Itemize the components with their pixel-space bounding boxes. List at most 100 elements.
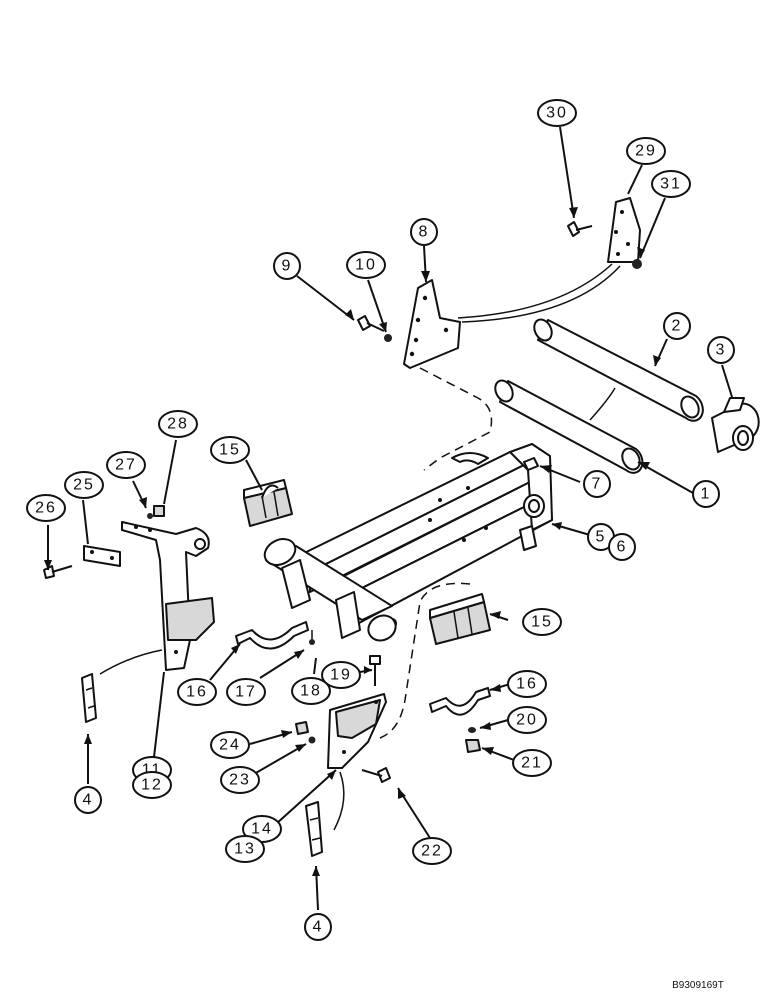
- svg-text:1: 1: [701, 486, 712, 503]
- part-3-sleeve: [711, 397, 760, 453]
- part-29-plate: [607, 197, 641, 263]
- part-31-nut: [632, 259, 642, 269]
- callout-6: 6: [608, 533, 636, 561]
- svg-text:20: 20: [516, 712, 538, 729]
- part-25-plate: [83, 545, 121, 567]
- callout-15-right: 15: [522, 608, 562, 636]
- svg-text:27: 27: [115, 457, 137, 474]
- svg-text:26: 26: [35, 500, 57, 517]
- part-17-nut: [309, 639, 315, 645]
- callout-4-left: 4: [74, 786, 102, 814]
- part-19-bolt: [369, 655, 381, 686]
- svg-text:22: 22: [421, 843, 443, 860]
- part-15-clamp-right: [429, 593, 491, 645]
- dash-plate-to-frame: [419, 367, 493, 471]
- main-frame: [263, 443, 553, 642]
- svg-text:2: 2: [672, 318, 683, 335]
- callout-29: 29: [626, 137, 666, 165]
- part-28-nut: [153, 505, 165, 517]
- svg-text:19: 19: [330, 667, 352, 684]
- callout-22: 22: [412, 837, 452, 865]
- svg-text:6: 6: [617, 539, 628, 556]
- callout-31: 31: [651, 170, 691, 198]
- callout-8: 8: [410, 218, 438, 246]
- callout-24: 24: [210, 731, 250, 759]
- plate-link-curve-2: [461, 265, 621, 323]
- svg-text:23: 23: [229, 772, 251, 789]
- svg-text:17: 17: [235, 684, 257, 701]
- part-21-nut: [465, 739, 481, 753]
- callout-18: 18: [291, 677, 331, 705]
- part-22-bolt: [361, 767, 391, 783]
- part-24-nut: [295, 721, 309, 735]
- part-10-washer: [384, 334, 392, 342]
- svg-text:4: 4: [313, 919, 324, 936]
- bracket-bottom-curve: [333, 771, 345, 831]
- part-16-strap-right: [429, 687, 491, 716]
- part-26-bolt: [43, 565, 73, 579]
- part-4-clip-bottom: [305, 801, 323, 857]
- plate-link-curve-1: [457, 263, 613, 319]
- callout-25: 25: [64, 471, 104, 499]
- callout-21: 21: [512, 749, 552, 777]
- callout-1: 1: [692, 480, 720, 508]
- svg-text:15: 15: [531, 614, 553, 631]
- part-2-tube: [533, 318, 704, 422]
- callout-27: 27: [106, 451, 146, 479]
- callout-16-left: 16: [177, 678, 217, 706]
- callout-3: 3: [707, 336, 735, 364]
- svg-text:16: 16: [186, 684, 208, 701]
- part-27-washer: [147, 513, 153, 519]
- svg-text:18: 18: [300, 683, 322, 700]
- bracket-link-curve: [99, 649, 163, 675]
- svg-text:24: 24: [219, 737, 241, 754]
- svg-text:4: 4: [83, 792, 94, 809]
- svg-text:16: 16: [516, 676, 538, 693]
- dash-right-bracket: [379, 582, 471, 739]
- part-9-bolt: [357, 315, 385, 332]
- svg-text:13: 13: [234, 841, 256, 858]
- callout-9: 9: [273, 252, 301, 280]
- svg-text:14: 14: [251, 821, 273, 838]
- tube-leader-curve: [589, 387, 616, 421]
- callout-12: 12: [132, 771, 172, 799]
- callout-30: 30: [537, 99, 577, 127]
- callout-17: 17: [226, 678, 266, 706]
- callout-20: 20: [507, 706, 547, 734]
- svg-text:3: 3: [716, 342, 727, 359]
- svg-text:15: 15: [219, 442, 241, 459]
- svg-text:12: 12: [141, 777, 163, 794]
- callout-23: 23: [220, 766, 260, 794]
- part-14-bracket: [327, 693, 387, 769]
- callout-19: 19: [321, 661, 361, 689]
- callout-26: 26: [26, 494, 66, 522]
- svg-text:29: 29: [635, 143, 657, 160]
- part-15-clamp-left: [243, 479, 293, 527]
- callout-28: 28: [158, 410, 198, 438]
- callout-2: 2: [663, 312, 691, 340]
- callout-4-bottom: 4: [304, 913, 332, 941]
- callout-10: 10: [346, 251, 386, 279]
- svg-text:10: 10: [355, 257, 377, 274]
- svg-text:7: 7: [592, 476, 603, 493]
- leader-arrowheads: [44, 207, 661, 876]
- svg-text:28: 28: [167, 416, 189, 433]
- svg-text:31: 31: [660, 176, 682, 193]
- part-8-plate: [403, 279, 461, 369]
- svg-text:21: 21: [521, 755, 543, 772]
- drawing-code: B9309169T: [672, 980, 724, 991]
- callout-15-upper: 15: [210, 436, 250, 464]
- part-30-bolt: [567, 221, 593, 237]
- part-4-clip-left: [81, 673, 97, 723]
- callout-13: 13: [225, 835, 265, 863]
- part-16-strap-left: [235, 621, 309, 650]
- part-7-pin: [523, 457, 539, 471]
- part-1-tube: [494, 379, 644, 474]
- svg-text:9: 9: [282, 258, 293, 275]
- svg-text:5: 5: [596, 529, 607, 546]
- callout-7: 7: [583, 470, 611, 498]
- part-20-washer: [468, 727, 476, 733]
- part-11-bracket: [121, 521, 215, 671]
- callout-16-right: 16: [507, 670, 547, 698]
